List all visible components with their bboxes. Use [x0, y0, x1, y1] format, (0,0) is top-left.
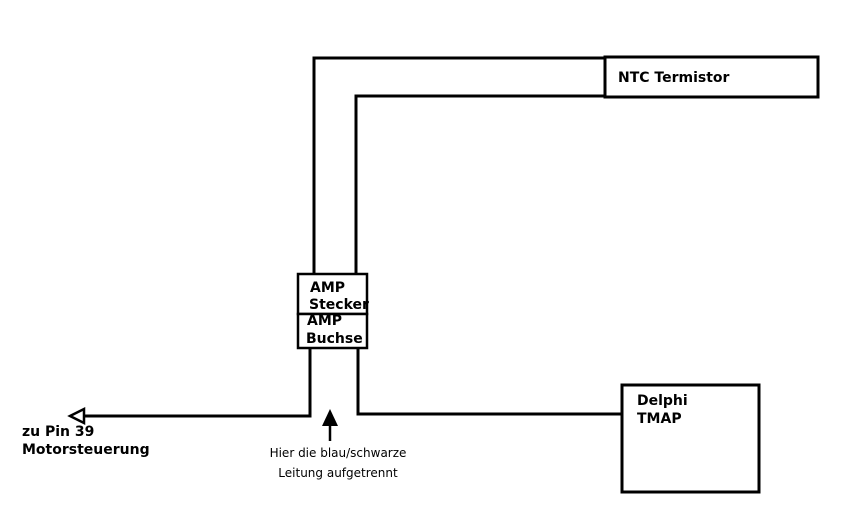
amp-stecker-label-line2: Stecker [309, 297, 369, 313]
delphi-tmap-box: Delphi TMAP [620, 383, 761, 494]
wire-ntc-outer [312, 56, 605, 274]
amp-stecker-box: AMP Stecker [296, 272, 369, 316]
wire-ntc-inner [354, 94, 605, 274]
amp-stecker-label-line1: AMP [310, 280, 345, 296]
wire-to-ecu [80, 348, 312, 418]
ntc-termistor-box: NTC Termistor [603, 55, 820, 99]
cut-note-line2: Leitung aufgetrennt [278, 466, 398, 480]
delphi-tmap-label-line2: TMAP [637, 411, 682, 427]
ecu-arrow-icon [67, 406, 86, 426]
ntc-termistor-label: NTC Termistor [618, 70, 730, 86]
amp-buchse-box: AMP Buchse [296, 312, 369, 350]
wire-to-delphi [356, 348, 622, 416]
amp-buchse-label-line2: Buchse [306, 331, 363, 347]
cut-indicator-arrow-icon [322, 409, 338, 441]
ecu-label-line1: zu Pin 39 [22, 424, 94, 440]
ecu-label-line2: Motorsteuerung [22, 442, 150, 458]
delphi-tmap-label-line1: Delphi [637, 393, 688, 409]
cut-note-line1: Hier die blau/schwarze [270, 446, 407, 460]
amp-buchse-label-line1: AMP [307, 313, 342, 329]
